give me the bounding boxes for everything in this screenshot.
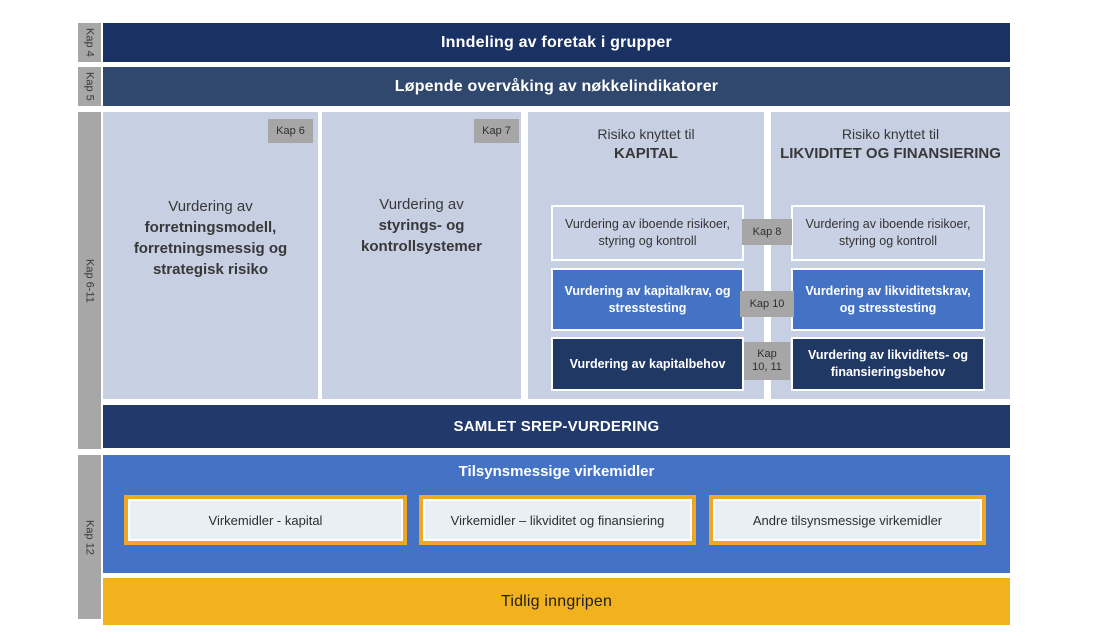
governance-panel: Vurdering av styrings- og kontrollsystem…	[322, 112, 521, 399]
business-risk-emphasis: forretningsmodell, forretningsmessig og …	[133, 218, 288, 278]
chapter-tag-kap-8-label: Kap 8	[752, 225, 782, 238]
rail-chip-kap-5-label: Kap 5	[83, 72, 96, 101]
rail-chip-kap-6-11-label: Kap 6-11	[83, 258, 96, 303]
rail-chip-kap-12-label: Kap 12	[83, 519, 96, 555]
governance-emphasis: styrings- og kontrollsystemer	[361, 217, 482, 255]
chapter-tag-kap-7-label: Kap 7	[482, 124, 511, 137]
capital-needs-box: Vurdering av kapitalbehov	[551, 337, 744, 391]
grouping-bar-label: Inndeling av foretak i grupper	[441, 33, 672, 51]
capital-inherent-risk-box: Vurdering av iboende risikoer, styring o…	[551, 205, 744, 261]
supervisory-measures-heading: Tilsynsmessige virkemidler	[458, 463, 655, 480]
business-risk-intro: Vurdering av	[168, 197, 253, 215]
monitoring-bar-label: Løpende overvåking av nøkkelindikatorer	[394, 77, 719, 95]
rail-chip-kap-5: Kap 5	[78, 67, 101, 106]
liquidity-requirements-box: Vurdering av likviditetskrav, og stresst…	[791, 268, 985, 331]
measure-box-liquidity-label: Virkemidler – likviditet og finansiering	[450, 512, 665, 528]
capital-risk-panel: Risiko knyttet til KAPITAL Vurdering av …	[528, 112, 764, 399]
srep-summary-label: SAMLET SREP-VURDERING	[453, 418, 660, 435]
chapter-tag-kap-10: Kap 10	[740, 291, 794, 317]
liquidity-needs-box: Vurdering av likviditets- og finansierin…	[791, 337, 985, 391]
liquidity-needs-label: Vurdering av likviditets- og finansierin…	[808, 348, 968, 379]
measure-box-capital-label: Virkemidler - kapital	[208, 512, 323, 528]
grouping-bar: Inndeling av foretak i grupper	[103, 23, 1010, 62]
capital-heading-top: Risiko knyttet til	[597, 126, 695, 142]
liquidity-risk-panel: Risiko knyttet til LIKVIDITET OG FINANSI…	[771, 112, 1010, 399]
liquidity-inherent-risk-label: Vurdering av iboende risikoer, styring o…	[805, 217, 971, 248]
chapter-tag-kap-6: Kap 6	[268, 119, 313, 143]
liquidity-requirements-label: Vurdering av likviditetskrav, og stresst…	[805, 283, 971, 315]
chapter-tag-kap-7: Kap 7	[474, 119, 519, 143]
chapter-tag-kap-10-label: Kap 10	[749, 297, 785, 310]
early-intervention-bar: Tidlig inngripen	[103, 578, 1010, 625]
rail-chip-kap-12: Kap 12	[78, 455, 101, 619]
srep-summary-bar: SAMLET SREP-VURDERING	[103, 405, 1010, 448]
liquidity-inherent-risk-box: Vurdering av iboende risikoer, styring o…	[791, 205, 985, 261]
business-risk-panel: Vurdering av forretningsmodell, forretni…	[103, 112, 318, 399]
chapter-tag-kap-10-11: Kap 10, 11	[744, 342, 790, 380]
early-intervention-label: Tidlig inngripen	[500, 592, 613, 610]
capital-needs-label: Vurdering av kapitalbehov	[569, 356, 726, 371]
measure-box-other-label: Andre tilsynsmessige virkemidler	[752, 512, 943, 528]
measure-box-other: Andre tilsynsmessige virkemidler	[709, 495, 986, 545]
rail-chip-kap-4-label: Kap 4	[83, 28, 96, 57]
governance-intro: Vurdering av	[379, 196, 464, 213]
monitoring-bar: Løpende overvåking av nøkkelindikatorer	[103, 67, 1010, 106]
measure-box-liquidity: Virkemidler – likviditet og finansiering	[419, 495, 696, 545]
measure-box-capital: Virkemidler - kapital	[124, 495, 407, 545]
chapter-tag-kap-10-11-label: Kap 10, 11	[752, 348, 782, 373]
capital-requirements-label: Vurdering av kapitalkrav, og stresstesti…	[564, 283, 731, 315]
supervisory-measures-panel: Tilsynsmessige virkemidler Virkemidler -…	[103, 455, 1010, 573]
rail-chip-kap-6-11: Kap 6-11	[78, 112, 101, 449]
chapter-tag-kap-8: Kap 8	[742, 219, 792, 245]
liquidity-heading-top: Risiko knyttet til	[841, 126, 940, 142]
liquidity-heading-main: LIKVIDITET OG FINANSIERING	[780, 145, 1001, 162]
rail-chip-kap-4: Kap 4	[78, 23, 101, 62]
capital-requirements-box: Vurdering av kapitalkrav, og stresstesti…	[551, 268, 744, 331]
capital-heading-main: KAPITAL	[614, 145, 678, 162]
capital-inherent-risk-label: Vurdering av iboende risikoer, styring o…	[565, 217, 730, 248]
chapter-tag-kap-6-label: Kap 6	[276, 124, 305, 137]
